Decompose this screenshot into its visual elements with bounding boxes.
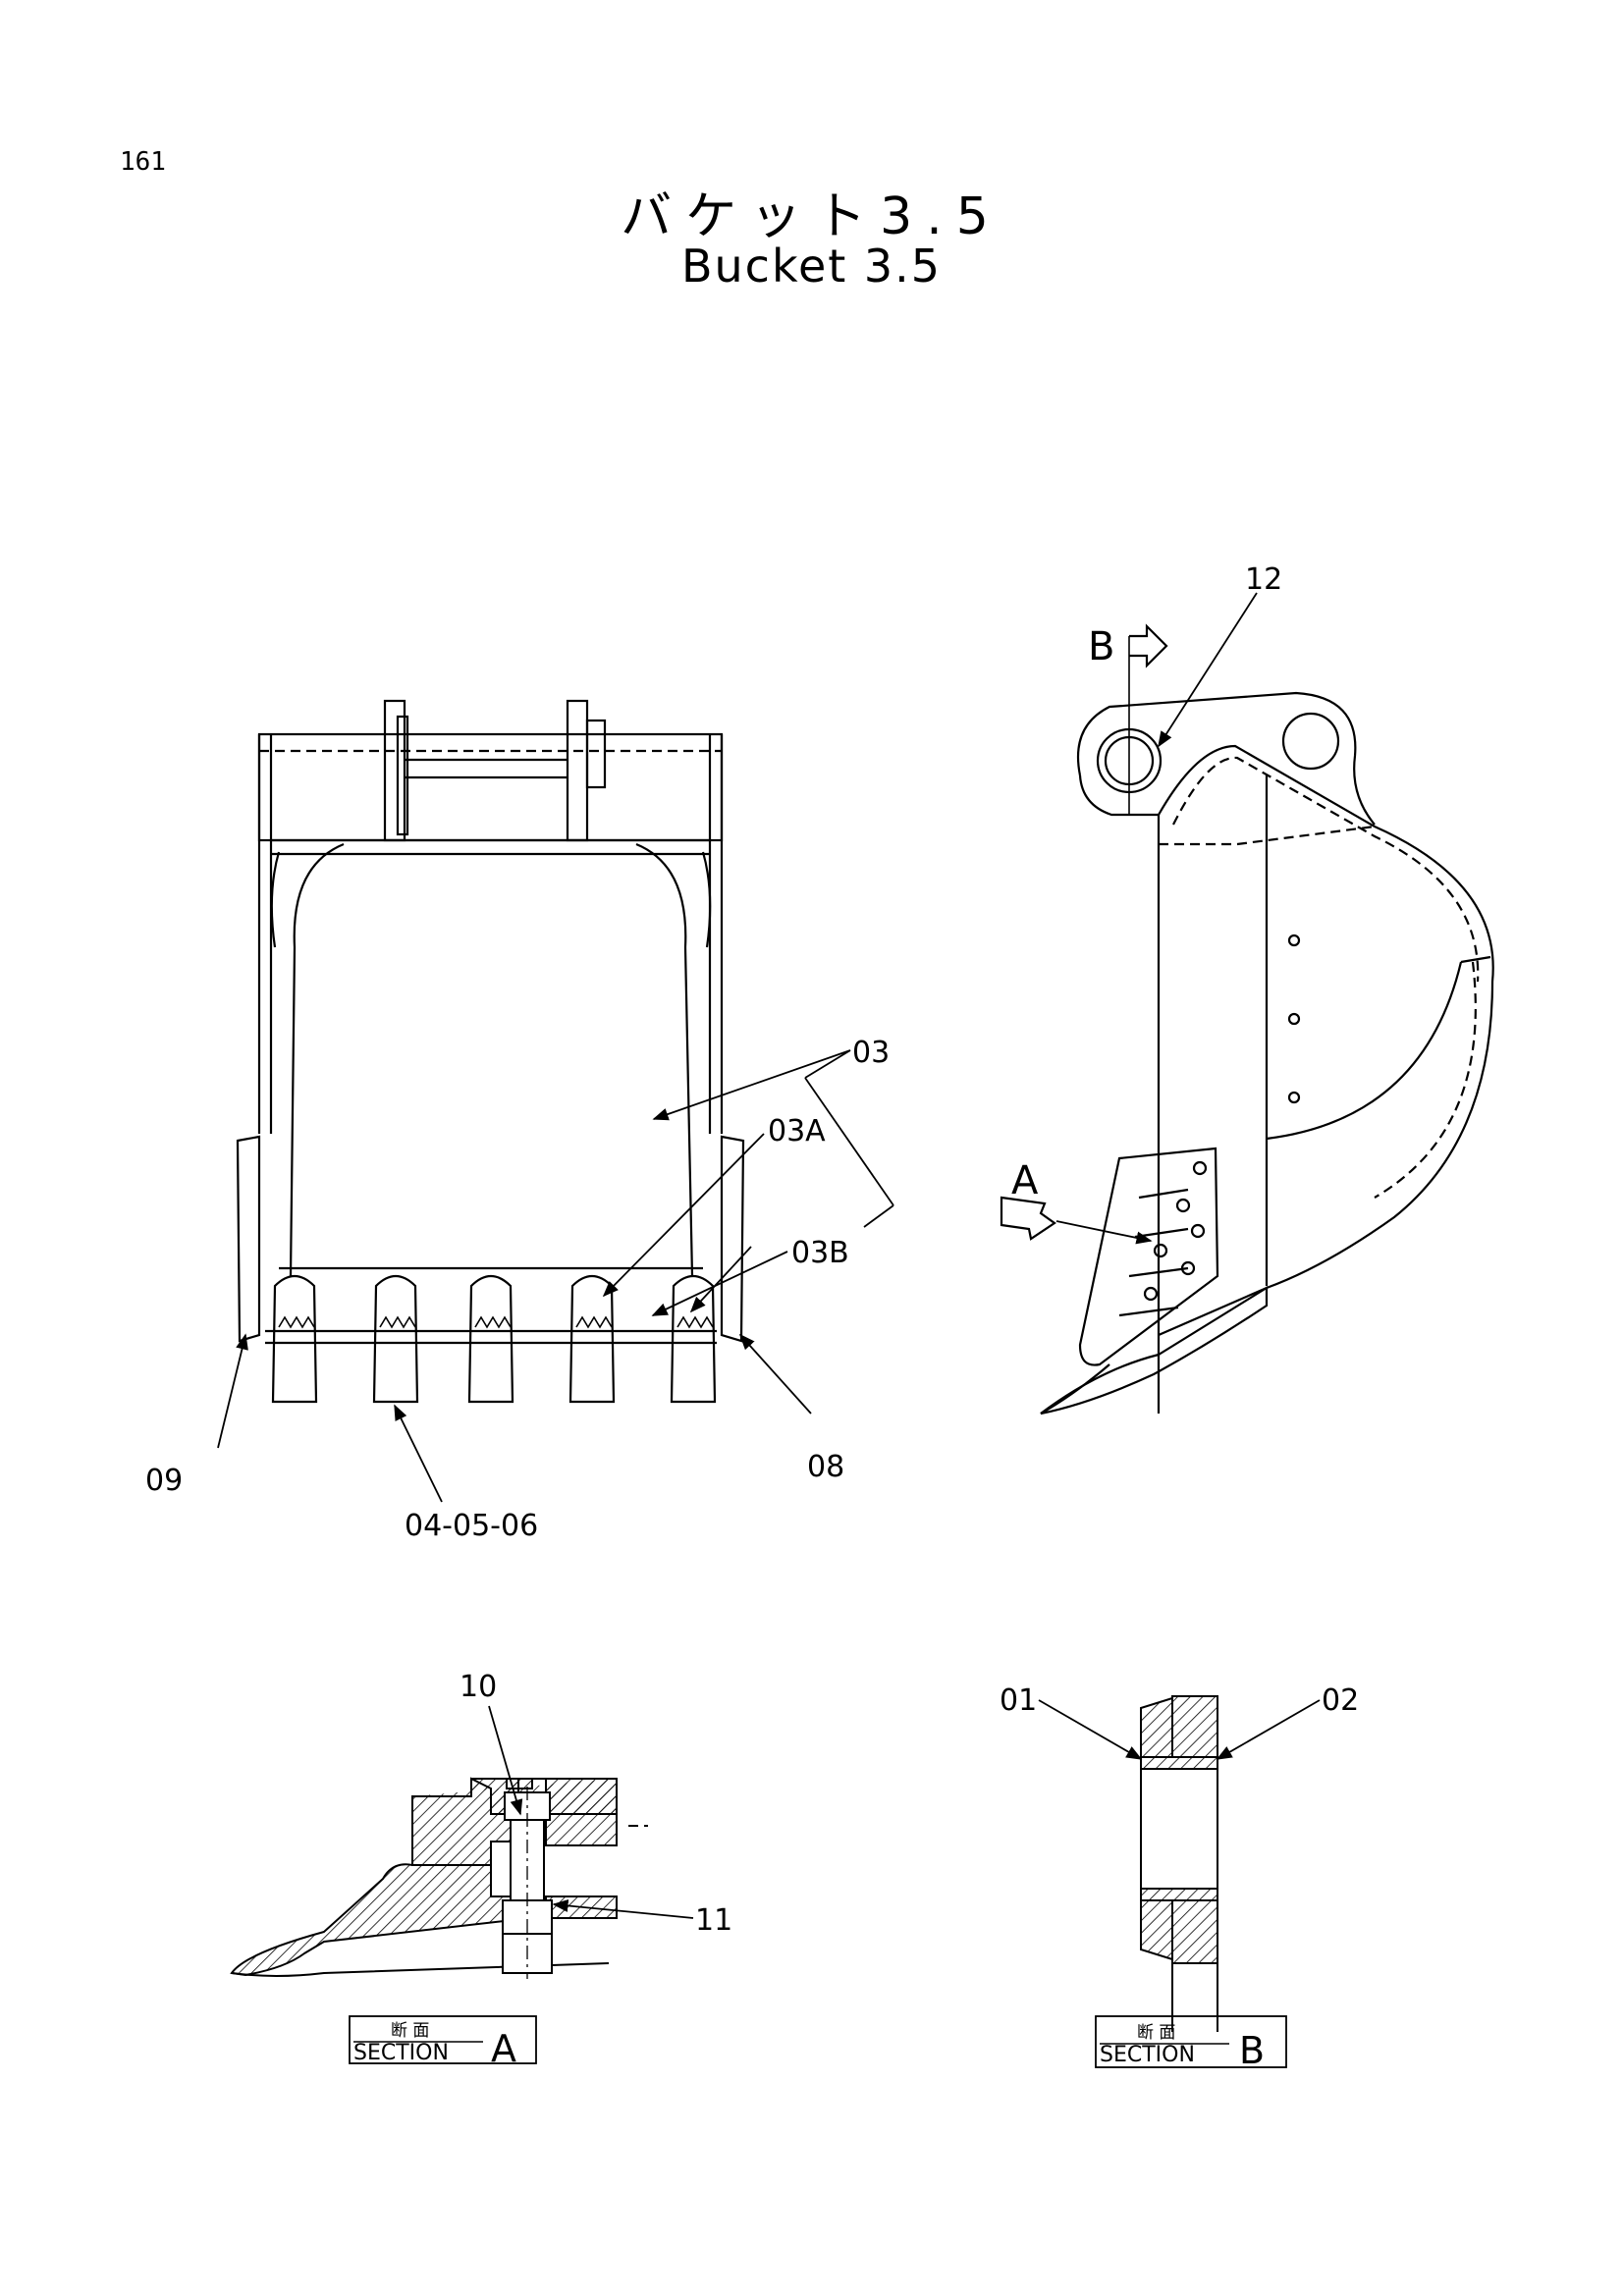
page-number: 161 [120, 147, 166, 177]
section-b-word: SECTION [1100, 2043, 1195, 2067]
callout-02: 02 [1322, 1683, 1359, 1718]
section-b-drawing [1140, 1695, 1218, 2032]
section-b-kanji: 断 面 [1137, 2023, 1175, 2043]
callout-11: 11 [695, 1903, 732, 1938]
bucket-front-view [236, 699, 745, 1404]
callout-03: 03 [852, 1036, 890, 1070]
section-a-leaders [488, 1705, 694, 1919]
section-a-word: SECTION [353, 2041, 449, 2065]
bucket-side-view [1000, 623, 1494, 1415]
section-a-letter: A [491, 2027, 516, 2070]
callout-10: 10 [460, 1670, 497, 1704]
callout-04-05-06: 04-05-06 [405, 1509, 538, 1543]
front-view-leaders [217, 1049, 894, 1503]
section-b-label: 断 面 SECTION B [1095, 2015, 1287, 2072]
section-a-kanji: 断 面 [391, 2021, 429, 2041]
callout-09: 09 [145, 1464, 183, 1498]
callout-03a: 03A [768, 1114, 826, 1148]
section-a-label: 断 面 SECTION A [349, 2015, 537, 2070]
bucket-teeth [271, 1274, 717, 1404]
callout-03b: 03B [791, 1236, 849, 1270]
view-label-a: A [1011, 1158, 1039, 1203]
title-japanese: バケット3.5 [621, 187, 1002, 246]
section-b-leaders [1038, 1699, 1321, 1760]
callout-01: 01 [1000, 1683, 1037, 1718]
view-label-b: B [1088, 624, 1114, 669]
callout-12: 12 [1245, 562, 1282, 597]
side-view-leaders [1055, 592, 1258, 1245]
section-b-letter: B [1239, 2029, 1265, 2072]
section-a-drawing [230, 1777, 648, 1979]
title-english: Bucket 3.5 [680, 240, 943, 293]
callout-08: 08 [807, 1450, 844, 1484]
